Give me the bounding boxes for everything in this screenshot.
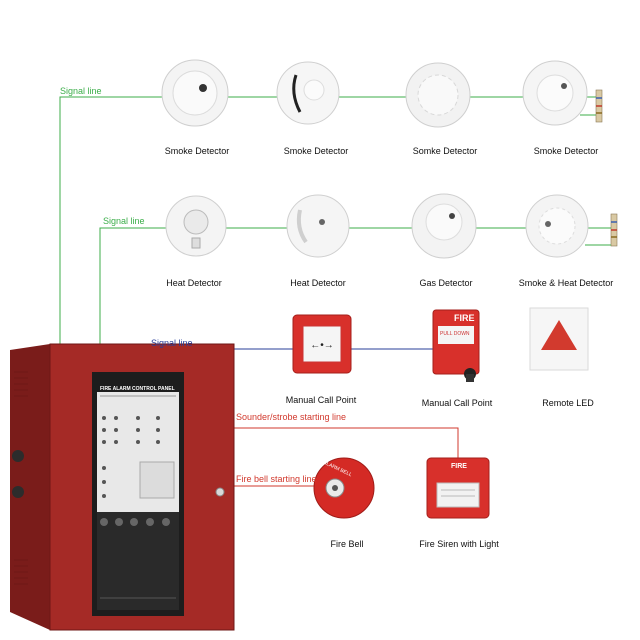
fire-siren-icon <box>426 457 490 519</box>
signal-line-3-label: Signal line <box>151 338 193 348</box>
smoke-detector-3-icon <box>405 62 471 128</box>
device-label-fire-bell: Fire Bell <box>330 539 364 549</box>
siren-text: FIRE <box>451 463 467 470</box>
svg-text:←•→: ←•→ <box>310 340 334 351</box>
sounder-line-label: Sounder/strobe starting line <box>236 412 347 422</box>
signal-line-2-label: Signal line <box>103 216 145 226</box>
fire-bell-icon <box>313 457 375 519</box>
fire-alarm-control-panel <box>10 343 235 631</box>
device-label-heat-2: Heat Detector <box>290 278 346 288</box>
device-label-smoke-4: Smoke Detector <box>533 146 599 156</box>
device-label-call-point-1: Manual Call Point <box>285 395 357 405</box>
manual-call-point-2-icon <box>432 309 480 382</box>
device-label-smoke-1: Smoke Detector <box>164 146 230 156</box>
device-label-smoke-2: Smoke Detector <box>283 146 349 156</box>
smoke-detector-4-icon <box>522 60 588 126</box>
manual-call-point-1-icon: ←•→ <box>292 314 352 374</box>
device-label-call-point-2: Manual Call Point <box>421 398 493 408</box>
smoke-detector-1-icon <box>161 59 229 127</box>
gas-detector-icon <box>411 193 477 259</box>
device-label-smoke-heat: Smoke & Heat Detector <box>518 278 614 288</box>
heat-detector-1-icon <box>165 195 227 257</box>
call-point-fire-text: FIRE <box>454 313 475 323</box>
device-label-heat-1: Heat Detector <box>166 278 222 288</box>
smoke-heat-detector-icon <box>525 194 589 258</box>
resistor-row1-icon <box>595 89 603 123</box>
signal-line-1-label: Signal line <box>60 86 102 96</box>
sounder-line-wire <box>232 427 459 460</box>
bell-line-label: Fire bell starting line <box>236 474 317 484</box>
heat-detector-2-icon <box>286 194 350 258</box>
device-label-smoke-3: Somke Detector <box>412 146 478 156</box>
resistor-row2-icon <box>610 213 618 247</box>
panel-buttons <box>100 518 170 526</box>
call-point-pull-text: PULL DOWN <box>440 331 470 337</box>
panel-title: FIRE ALARM CONTROL PANEL <box>100 386 175 392</box>
device-label-gas: Gas Detector <box>419 278 473 288</box>
device-label-siren: Fire Siren with Light <box>419 539 499 549</box>
smoke-detector-2-icon <box>276 61 340 125</box>
device-label-remote-led: Remote LED <box>542 398 594 408</box>
panel-indicator-leds <box>102 416 175 499</box>
remote-led-icon <box>529 307 589 371</box>
